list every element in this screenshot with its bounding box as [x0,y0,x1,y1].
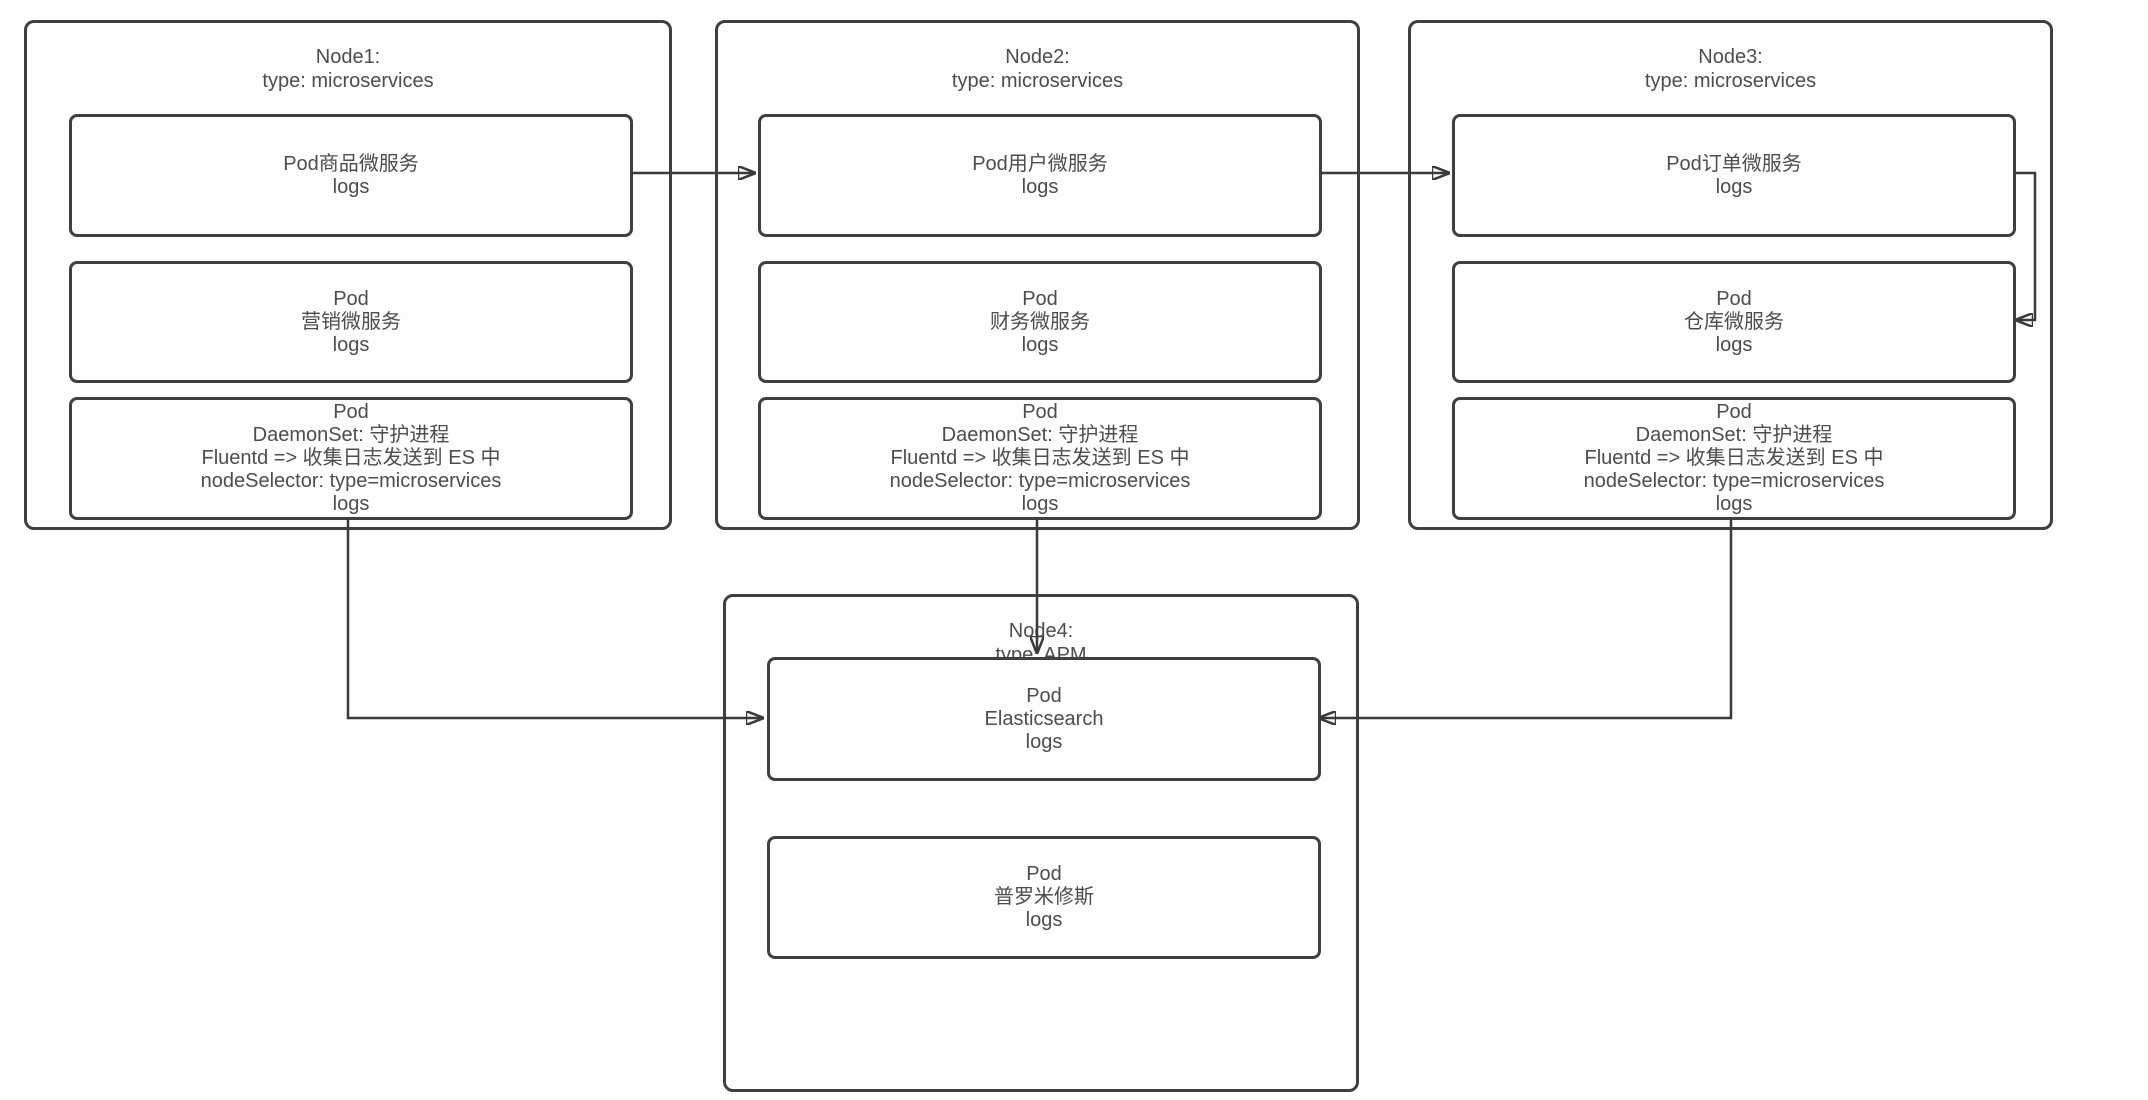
pod-text-line: logs [1715,493,1753,515]
pod-text-line: Pod商品微服务 [283,152,419,175]
pod-text-line: logs [332,493,370,515]
node3-pod-warehouse-box: Pod 仓库微服务 logs [1452,261,2016,383]
node1-box: Node1: type: microservices Pod商品微服务 logs… [24,20,672,530]
node4-box: Node4: type: APM Pod Elasticsearch logs … [723,594,1359,1092]
pod-text-line: Pod用户微服务 [972,152,1108,175]
node2-title-line2: type: microservices [951,70,1124,92]
node4-pod-elasticsearch-box: Pod Elasticsearch logs [767,657,1321,781]
node2-box: Node2: type: microservices Pod用户微服务 logs… [715,20,1360,530]
pod-text-line: logs [332,333,370,356]
pod-text-line: Pod [1026,863,1062,885]
pod-text-line: Pod [1022,401,1058,423]
node4-pod-prometheus-box: Pod 普罗米修斯 logs [767,836,1321,959]
pod-text-line: Pod订单微服务 [1666,152,1802,175]
pod-text-line: Pod [1026,684,1062,707]
pod-text-line: Fluentd => 收集日志发送到 ES 中 [890,447,1190,469]
pod-text-line: 营销微服务 [301,310,401,333]
pod-text-line: logs [1021,333,1059,356]
node2-pod-finance-box: Pod 财务微服务 logs [758,261,1322,383]
pod-text-line: DaemonSet: 守护进程 [941,424,1139,446]
node2-title: Node2: type: microservices [718,45,1357,93]
node3-title: Node3: type: microservices [1411,45,2050,93]
node2-pod-user-box: Pod用户微服务 logs [758,114,1322,237]
pod-text-line: Pod [1022,287,1058,310]
pod-text-line: Pod [1716,287,1752,310]
node1-pod-product-box: Pod商品微服务 logs [69,114,633,237]
node3-title-line2: type: microservices [1644,70,1817,92]
node1-pod-marketing-box: Pod 营销微服务 logs [69,261,633,383]
arrow-node3-daemonset-to-elasticsearch [1319,517,1733,718]
pod-text-line: nodeSelector: type=microservices [889,470,1191,492]
pod-text-line: logs [332,175,370,198]
pod-text-line: nodeSelector: type=microservices [1583,470,1885,492]
pod-text-line: nodeSelector: type=microservices [200,470,502,492]
pod-text-line: logs [1025,909,1063,931]
node1-title-line1: Node1: [315,46,381,68]
pod-text-line: Elasticsearch [984,707,1104,730]
pod-text-line: 财务微服务 [990,310,1090,333]
node3-box: Node3: type: microservices Pod订单微服务 logs… [1408,20,2053,530]
pod-text-line: logs [1021,175,1059,198]
pod-text-line: Pod [333,287,369,310]
node2-pod-daemonset-box: Pod DaemonSet: 守护进程 Fluentd => 收集日志发送到 E… [758,397,1322,520]
pod-text-line: Pod [1716,401,1752,423]
pod-text-line: 仓库微服务 [1684,310,1784,333]
arrow-node1-daemonset-to-elasticsearch [346,517,763,718]
pod-text-line: logs [1021,493,1059,515]
pod-text-line: 普罗米修斯 [994,886,1094,908]
pod-text-line: logs [1025,730,1063,753]
node3-pod-daemonset-box: Pod DaemonSet: 守护进程 Fluentd => 收集日志发送到 E… [1452,397,2016,520]
node3-pod-order-box: Pod订单微服务 logs [1452,114,2016,237]
node1-pod-daemonset-box: Pod DaemonSet: 守护进程 Fluentd => 收集日志发送到 E… [69,397,633,520]
node1-title: Node1: type: microservices [27,45,669,93]
pod-text-line: DaemonSet: 守护进程 [1635,424,1833,446]
pod-text-line: logs [1715,175,1753,198]
pod-text-line: DaemonSet: 守护进程 [252,424,450,446]
node3-title-line1: Node3: [1698,46,1763,68]
node2-title-line1: Node2: [1005,46,1070,68]
pod-text-line: Fluentd => 收集日志发送到 ES 中 [201,447,501,469]
node4-title-line1: Node4: [1008,620,1074,642]
node1-title-line2: type: microservices [262,70,434,92]
pod-text-line: Fluentd => 收集日志发送到 ES 中 [1584,447,1884,469]
pod-text-line: Pod [333,401,369,423]
pod-text-line: logs [1715,333,1753,356]
